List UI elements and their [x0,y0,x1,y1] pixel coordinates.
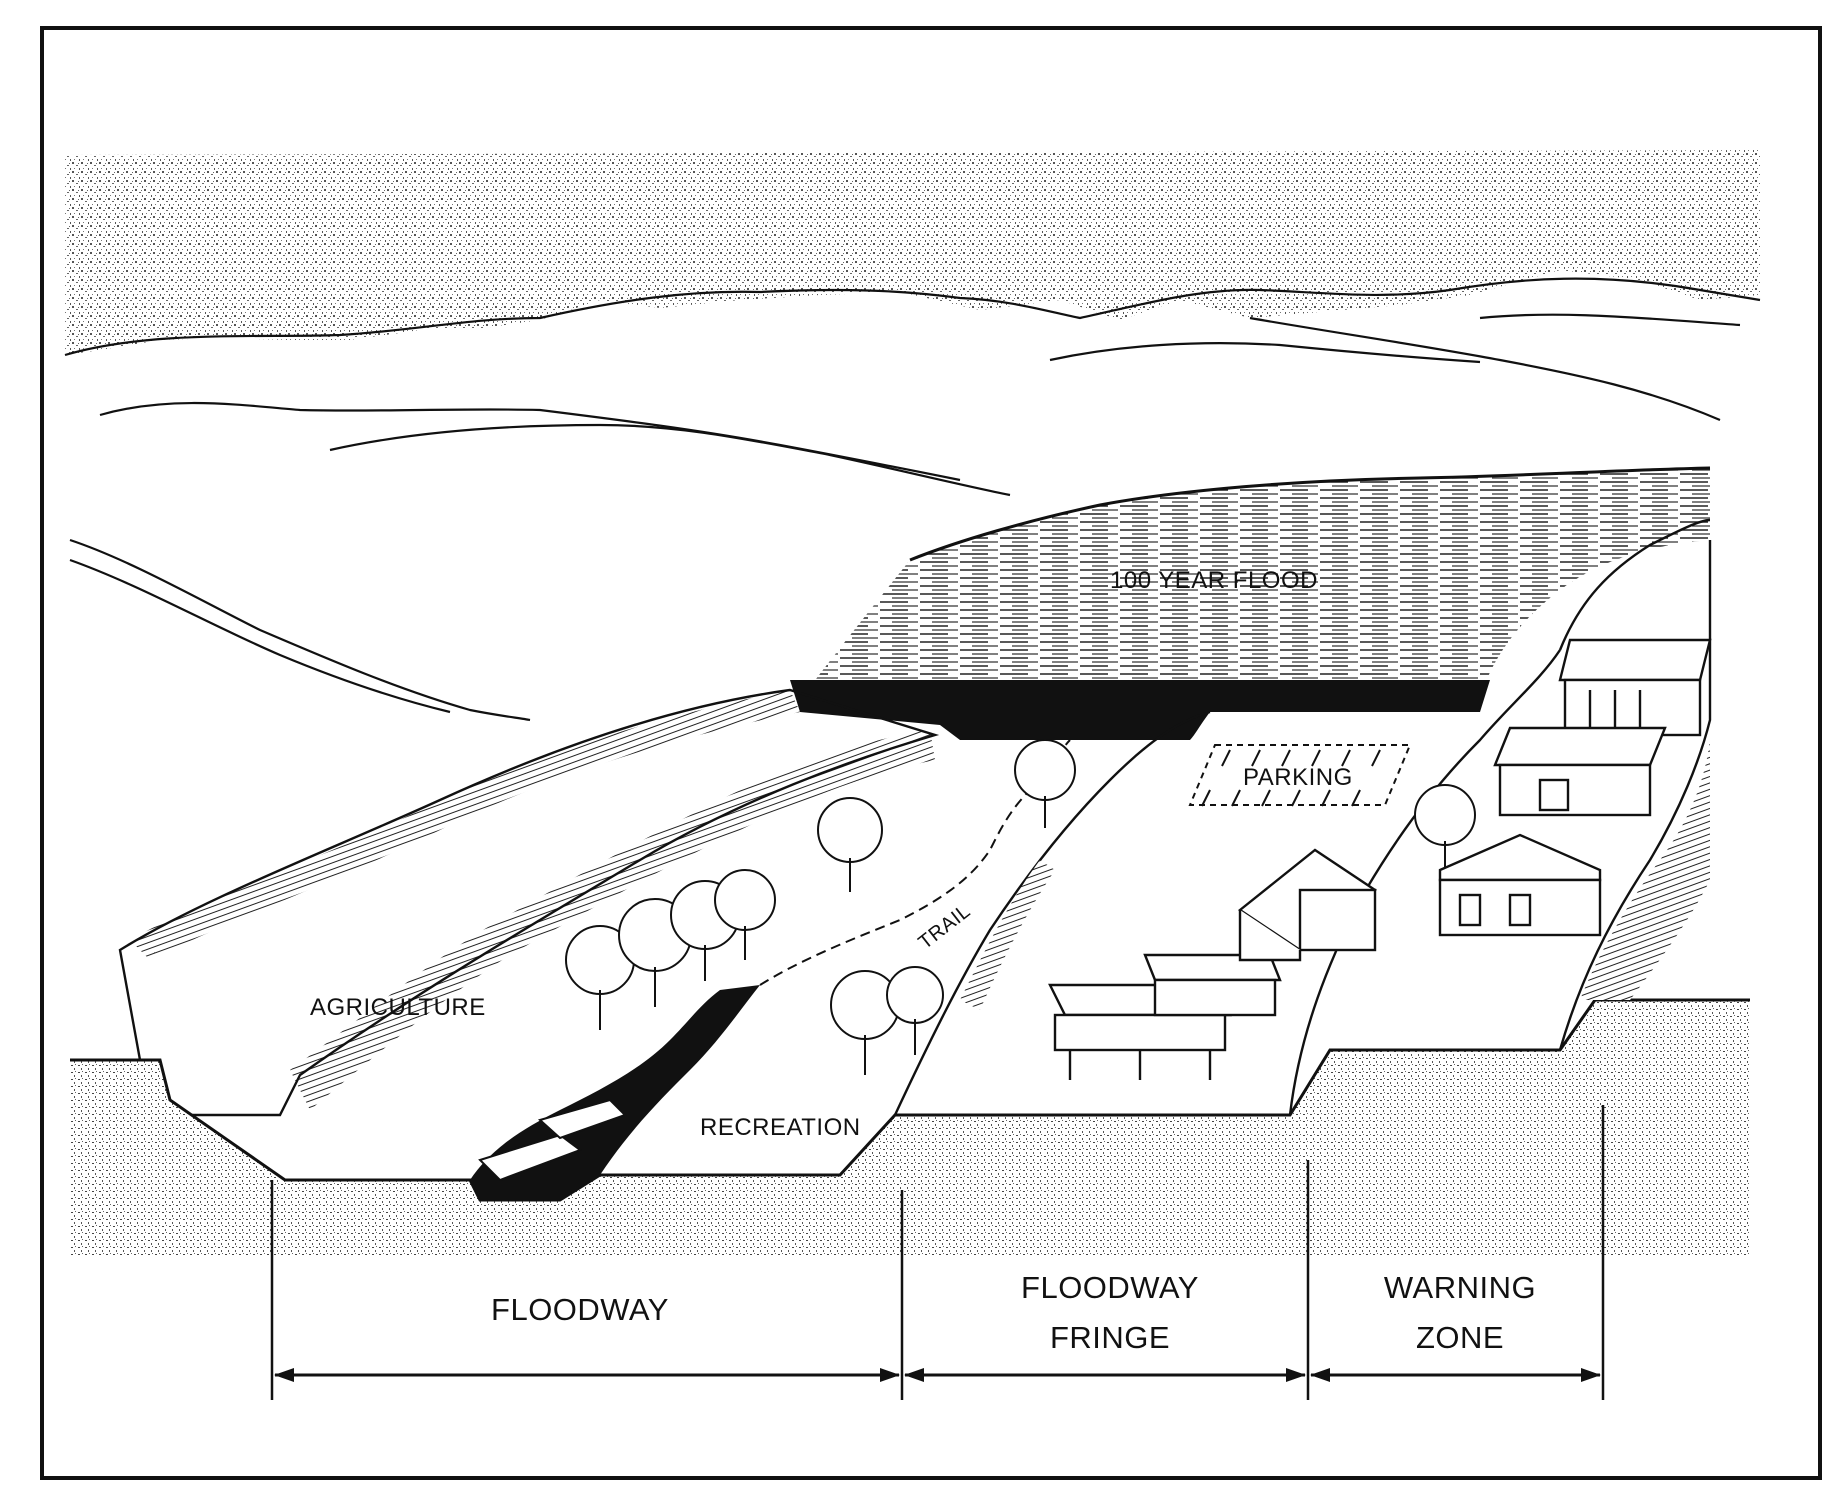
tree [715,870,775,960]
building-elevated [1050,955,1280,1080]
building-warning-3 [1440,835,1600,935]
tree [818,798,882,892]
building-warning-2 [1495,728,1665,815]
building-warning-1 [1560,640,1710,735]
label-agriculture: AGRICULTURE [310,994,486,1021]
building-house [1240,850,1375,960]
sky-mountains [65,150,1760,355]
tree [1015,740,1075,828]
zone-label-floodway-fringe-line2: FRINGE [1050,1320,1170,1355]
label-parking: PARKING [1243,764,1353,791]
flood-elevation-band [790,680,1490,740]
river-bank-near [290,730,935,1110]
tree [887,967,943,1055]
zone-label-warning-line1: WARNING [1384,1270,1536,1305]
fringe-slope-hatch [960,860,1055,1010]
label-100-year-flood: 100 YEAR FLOOD [1110,567,1318,594]
ground-cross-section [70,1000,1750,1255]
zone-label-floodway: FLOODWAY [491,1292,669,1327]
zone-label-floodway-fringe-line1: FLOODWAY [1021,1270,1199,1305]
label-recreation: RECREATION [700,1114,861,1141]
zone-label-warning-line2: ZONE [1416,1320,1504,1355]
